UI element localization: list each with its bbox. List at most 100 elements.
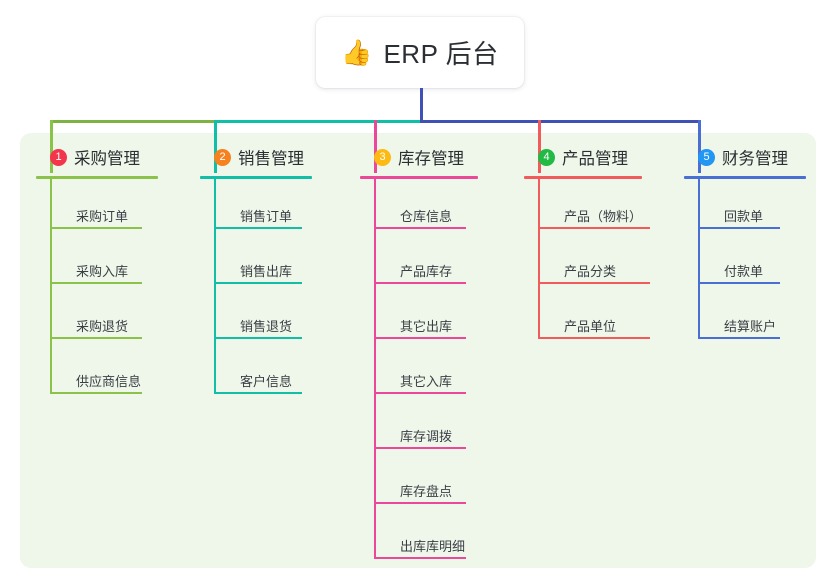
- branch-item[interactable]: 其它入库: [360, 344, 478, 399]
- branch-number-badge: 5: [698, 148, 715, 166]
- branch-item-rule: [374, 337, 466, 339]
- branch-item-rule: [214, 227, 302, 229]
- branch-item[interactable]: 产品单位: [524, 289, 650, 344]
- branch-items: 销售订单销售出库销售退货客户信息: [200, 179, 312, 399]
- branch-item[interactable]: 销售订单: [200, 179, 312, 234]
- branch-item[interactable]: 供应商信息: [36, 344, 158, 399]
- branch-header-rule: [360, 176, 478, 179]
- branch-item-rule: [374, 227, 466, 229]
- branch-item-rule: [50, 282, 142, 284]
- branch-item[interactable]: 产品库存: [360, 234, 478, 289]
- branch-items: 仓库信息产品库存其它出库其它入库库存调拨库存盘点出库库明细: [360, 179, 478, 564]
- branch-item-rule: [50, 392, 142, 394]
- branch-item-label: 销售出库: [240, 264, 293, 279]
- thumbs-up-emoji: 👍: [341, 39, 373, 67]
- branch-header[interactable]: 3 库存管理: [360, 145, 478, 169]
- branch-header[interactable]: 5 财务管理: [684, 145, 806, 169]
- branch-item[interactable]: 产品分类: [524, 234, 650, 289]
- branch-item-rule: [374, 282, 466, 284]
- branch-item-rule: [214, 337, 302, 339]
- branch-spine: [538, 179, 540, 339]
- branch-drop-2: [214, 120, 217, 173]
- branch-item[interactable]: 出库库明细: [360, 509, 478, 564]
- branch-number-badge: 2: [214, 148, 231, 166]
- branch-drop-4: [538, 120, 541, 173]
- branch-item[interactable]: 产品（物料）: [524, 179, 650, 234]
- branch-number-badge: 3: [374, 148, 391, 166]
- branch-number-badge: 4: [538, 148, 555, 166]
- branch-item-label: 库存盘点: [400, 484, 453, 499]
- branch-item-label: 销售退货: [240, 319, 293, 334]
- branch-header-rule: [684, 176, 806, 179]
- branch-item-label: 客户信息: [240, 374, 293, 389]
- branch-item-label: 采购退货: [76, 319, 129, 334]
- branches-panel: [20, 133, 816, 568]
- branch-item-label: 其它入库: [400, 374, 453, 389]
- branch-number-badge: 1: [50, 148, 67, 166]
- branch-spine: [214, 179, 216, 394]
- branch-item[interactable]: 采购订单: [36, 179, 158, 234]
- branch-item-label: 付款单: [724, 264, 764, 279]
- root-node-title: ERP 后台: [383, 39, 499, 69]
- branch-item[interactable]: 采购入库: [36, 234, 158, 289]
- branch-item-rule: [50, 337, 142, 339]
- branch-item[interactable]: 库存调拨: [360, 399, 478, 454]
- branch-header[interactable]: 2 销售管理: [200, 145, 312, 169]
- branch-item[interactable]: 客户信息: [200, 344, 312, 399]
- branch-item-label: 产品库存: [400, 264, 453, 279]
- branch-item-rule: [698, 227, 780, 229]
- branch-spine: [698, 179, 700, 339]
- branch-item[interactable]: 库存盘点: [360, 454, 478, 509]
- branch-header[interactable]: 1 采购管理: [36, 145, 158, 169]
- branch-item[interactable]: 结算账户: [684, 289, 806, 344]
- branch-column-销售管理[interactable]: 2 销售管理销售订单销售出库销售退货客户信息: [200, 145, 312, 399]
- branch-item-label: 回款单: [724, 209, 764, 224]
- branch-title: 销售管理: [238, 150, 304, 168]
- branch-header-rule: [524, 176, 642, 179]
- branch-item-rule: [538, 337, 650, 339]
- branch-item[interactable]: 付款单: [684, 234, 806, 289]
- branch-item-label: 采购订单: [76, 209, 129, 224]
- branch-spine: [50, 179, 52, 394]
- branch-item-label: 采购入库: [76, 264, 129, 279]
- branch-column-财务管理[interactable]: 5 财务管理回款单付款单结算账户: [684, 145, 806, 344]
- branch-item[interactable]: 销售退货: [200, 289, 312, 344]
- branch-item-label: 其它出库: [400, 319, 453, 334]
- connector-segment-1: [50, 120, 217, 123]
- connector-segment-3: [420, 120, 701, 123]
- branch-item[interactable]: 采购退货: [36, 289, 158, 344]
- branch-item-label: 产品（物料）: [564, 209, 643, 224]
- root-node-card[interactable]: 👍 ERP 后台: [316, 17, 524, 88]
- branch-items: 采购订单采购入库采购退货供应商信息: [36, 179, 158, 399]
- branch-item[interactable]: 仓库信息: [360, 179, 478, 234]
- branch-item[interactable]: 回款单: [684, 179, 806, 234]
- branch-item-label: 结算账户: [724, 319, 777, 334]
- branch-spine: [374, 179, 376, 559]
- branch-header-rule: [200, 176, 312, 179]
- branch-item[interactable]: 销售出库: [200, 234, 312, 289]
- branch-item-label: 库存调拨: [400, 429, 453, 444]
- branch-items: 产品（物料） 产品分类产品单位: [524, 179, 650, 344]
- branch-item-rule: [374, 392, 466, 394]
- branch-item-rule: [214, 282, 302, 284]
- branch-item-rule: [50, 227, 142, 229]
- branch-column-库存管理[interactable]: 3 库存管理仓库信息产品库存其它出库其它入库库存调拨库存盘点出库库明细: [360, 145, 478, 564]
- branch-title: 库存管理: [398, 150, 464, 168]
- branch-item-rule: [214, 392, 302, 394]
- branch-title: 采购管理: [74, 150, 140, 168]
- branch-item-rule: [374, 502, 466, 504]
- branch-item[interactable]: 其它出库: [360, 289, 478, 344]
- branch-item-rule: [698, 282, 780, 284]
- branch-items: 回款单付款单结算账户: [684, 179, 806, 344]
- root-stem: [420, 88, 423, 122]
- branch-item-label: 供应商信息: [76, 374, 142, 389]
- branch-column-采购管理[interactable]: 1 采购管理采购订单采购入库采购退货供应商信息: [36, 145, 158, 399]
- branch-title: 财务管理: [722, 150, 788, 168]
- branch-item-rule: [374, 557, 466, 559]
- branch-item-label: 产品分类: [564, 264, 617, 279]
- branch-item-rule: [538, 227, 650, 229]
- branch-item-label: 销售订单: [240, 209, 293, 224]
